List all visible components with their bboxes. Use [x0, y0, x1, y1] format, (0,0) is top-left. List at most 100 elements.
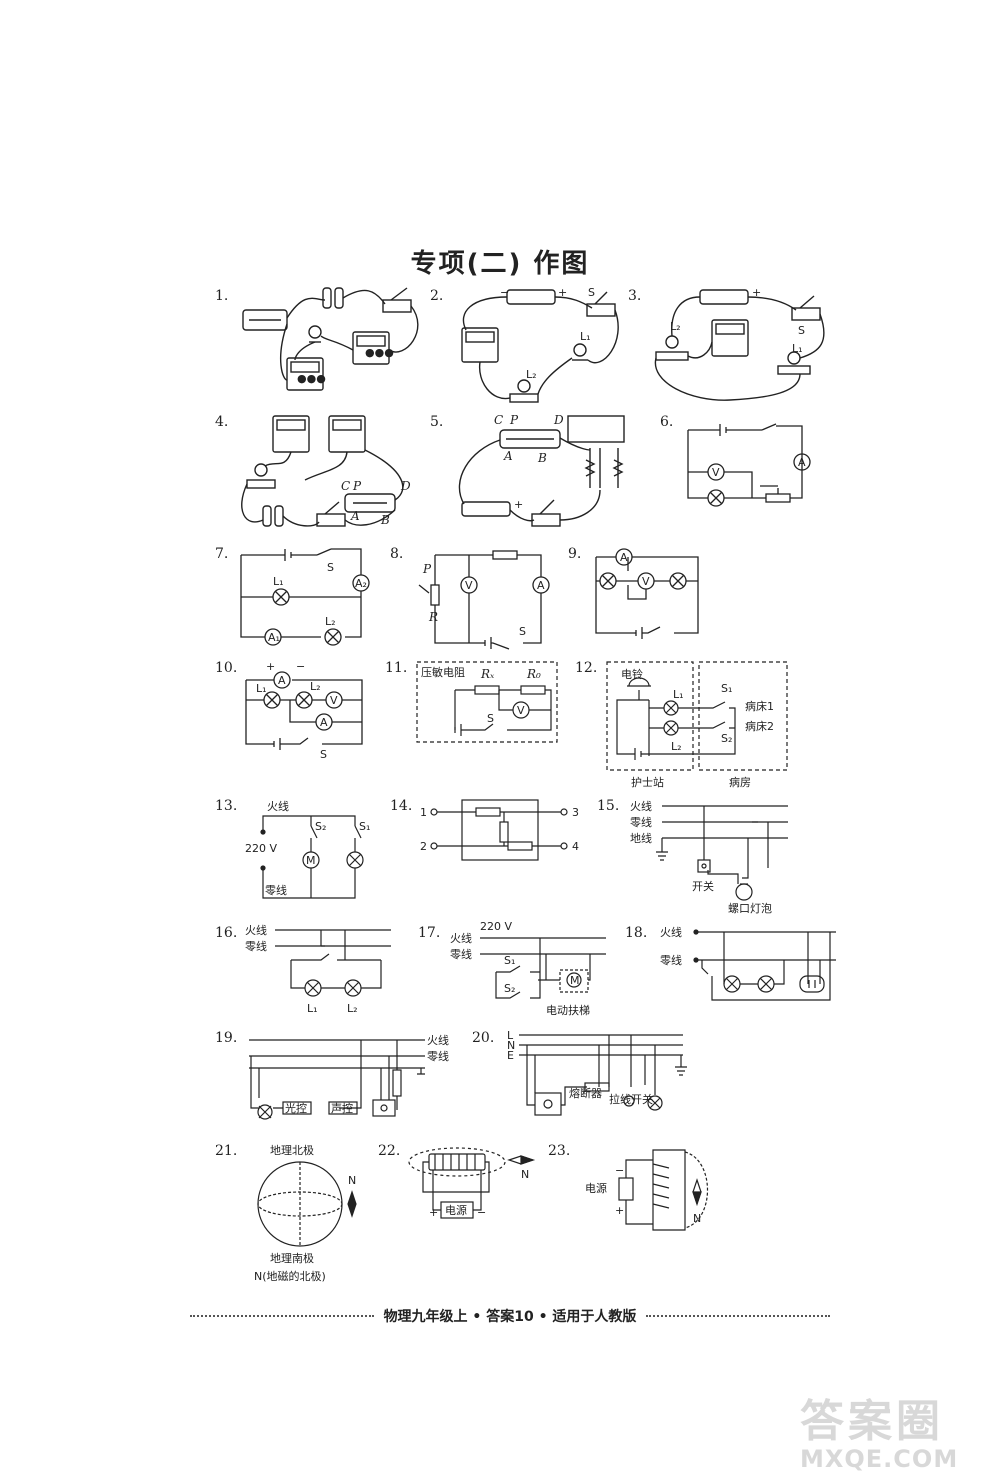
label-l2: L₂ [325, 615, 336, 628]
page-title: 专项(二) 作图 [410, 249, 590, 279]
label-m: M [306, 854, 316, 867]
problem-number: 9. [568, 546, 582, 562]
label-l1: L₁ [273, 575, 284, 588]
voltage-label: 220 V [480, 920, 512, 933]
label-l2: L₂ [310, 680, 321, 693]
live-wire-label: 火线 [630, 799, 652, 813]
problem-number: 16. [215, 925, 238, 941]
figure-9-circuit: A V [590, 545, 705, 640]
problem-number: 11. [385, 660, 408, 676]
figure-3-physical-circuit: + S L₂ L₁ [650, 282, 830, 412]
figure-6-circuit: A V [680, 420, 815, 520]
label-v: V [642, 575, 650, 588]
bell-label: 电铃 [621, 667, 643, 681]
geographic-south-label: 地理南极 [270, 1251, 314, 1265]
label-s1: S₁ [721, 682, 732, 695]
figure-2-physical-circuit: − + S L₁ L₂ [452, 282, 627, 412]
problem-number: 3. [628, 288, 642, 304]
figure-23-electromagnet: 电源 − + N [585, 1140, 725, 1240]
watermark-sub: MXQE.COM [800, 1445, 959, 1473]
figure-13-circuit: 火线 220 V 零线 S₂ S₁ M [245, 796, 370, 901]
compass-n-label: N [521, 1168, 529, 1181]
label-a1: A₁ [268, 631, 280, 644]
label-c: C [494, 413, 503, 427]
label-a: A [798, 456, 806, 469]
label-l1: L₁ [673, 688, 684, 701]
figure-8-circuit: P R V A S [415, 545, 555, 655]
label-l2: L₂ [670, 320, 681, 333]
figure-15-circuit: 火线 零线 地线 开关 螺口灯泡 [628, 796, 798, 916]
label-plus: + [266, 660, 275, 673]
label-minus: − [500, 286, 509, 299]
bed2-label: 病床2 [745, 719, 774, 733]
label-a: A [350, 509, 360, 523]
watermark: 答案圈 MXQE.COM [800, 1385, 990, 1473]
label-s2: S₂ [721, 732, 732, 745]
escalator-label: 电动扶梯 [546, 1003, 590, 1017]
label-a: A [620, 551, 628, 564]
pressure-sensor-label: 压敏电阻 [421, 665, 465, 679]
problem-number: 6. [660, 414, 674, 430]
label-minus: − [296, 660, 305, 673]
sound-control-label: 声控 [331, 1101, 353, 1115]
label-s: S [320, 748, 327, 761]
footer-divider-left [190, 1315, 374, 1317]
label-a: A [278, 674, 286, 687]
page-footer: 物理九年级上 • 答案10 • 适用于人教版 [180, 1306, 840, 1326]
screw-bulb-label: 螺口灯泡 [728, 901, 772, 915]
problem-number: 21. [215, 1143, 238, 1159]
label-m: M [570, 974, 580, 987]
figure-11-circuit: 压敏电阻 Rₓ R₀ V S [415, 660, 560, 745]
problem-number: 18. [625, 925, 648, 941]
live-wire-label: 火线 [427, 1033, 449, 1047]
live-wire-label: 火线 [660, 925, 682, 939]
label-s: S [519, 625, 526, 638]
label-d: D [400, 479, 411, 493]
label-b: B [380, 513, 390, 527]
label-p: P [422, 562, 432, 576]
watermark-main: 答案圈 [800, 1396, 944, 1447]
label-plus: + [514, 498, 523, 511]
label-minus: − [477, 1206, 486, 1219]
problem-number: 15. [597, 798, 620, 814]
label-r: R [428, 610, 438, 624]
live-wire-label: 火线 [267, 799, 289, 813]
neutral-wire-label: 零线 [245, 939, 267, 953]
label-a: A [537, 579, 545, 592]
figure-12-circuit: 电铃 L₁ L₂ S₁ S₂ 病床1 病床2 护士站 病房 [605, 660, 795, 790]
footer-divider-right [646, 1315, 830, 1317]
label-c: C [341, 479, 350, 493]
live-wire-label: 火线 [245, 923, 267, 937]
figure-4-physical-circuit: C P D A B [235, 410, 425, 540]
live-wire-label: 火线 [450, 931, 472, 945]
bed1-label: 病床1 [745, 699, 774, 713]
svg-text:●●●: ●●● [365, 346, 394, 359]
neutral-wire-label: 零线 [427, 1049, 449, 1063]
label-s2: S₂ [315, 820, 326, 833]
figure-18-circuit: 火线 零线 [660, 920, 840, 1010]
svg-text:1: 1 [420, 806, 427, 819]
figure-16-circuit: 火线 零线 L₁ L₂ [245, 920, 395, 1020]
problem-number: 5. [430, 414, 444, 430]
power-source-label: 电源 [585, 1181, 607, 1195]
figure-20-circuit: L N E 熔断器 拉线开关 [505, 1025, 695, 1135]
figure-7-circuit: S A₂ L₁ A₁ L₂ [235, 545, 375, 646]
label-e: E [507, 1049, 514, 1062]
label-a2: A₂ [355, 577, 367, 590]
problem-number: 19. [215, 1030, 238, 1046]
label-plus: + [429, 1206, 438, 1219]
neutral-wire-label: 零线 [630, 815, 652, 829]
compass-n-label: N [348, 1174, 356, 1187]
label-l1: L₁ [307, 1002, 318, 1015]
problem-number: 8. [390, 546, 404, 562]
svg-text:4: 4 [572, 840, 579, 853]
problem-number: 20. [472, 1030, 495, 1046]
svg-text:●●●: ●●● [297, 372, 326, 385]
problem-number: 4. [215, 414, 229, 430]
geographic-north-label: 地理北极 [270, 1143, 314, 1157]
label-d: D [553, 413, 564, 427]
label-p: P [352, 479, 362, 493]
figure-5-physical-circuit: C P D A B + [450, 410, 640, 540]
label-a: A [503, 449, 513, 463]
problem-number: 10. [215, 660, 238, 676]
